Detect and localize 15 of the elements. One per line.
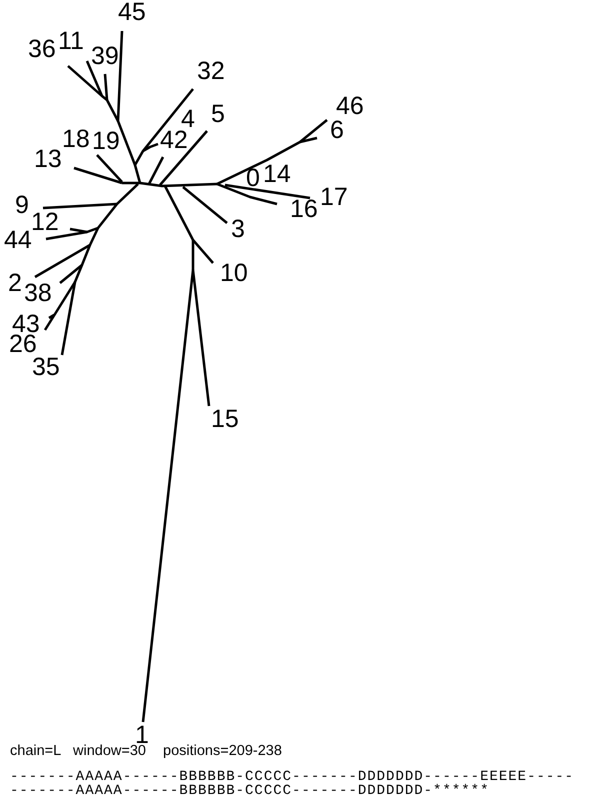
taxon-label: 9 [15,195,29,215]
taxon-label: 46 [336,96,364,116]
parameter-text: window=30 [73,744,146,759]
taxon-label: 17 [320,187,348,207]
parameter-text: chain=L [10,744,62,759]
taxon-label: 1 [135,725,149,745]
taxon-label: 44 [4,230,32,250]
taxon-label: 45 [118,2,146,22]
sequence-text: -------AAAAA------BBBBBB-CCCCC-------DDDDDDD------EEEEE----- [10,770,574,784]
sequence-text: -------AAAAA------BBBBBB-CCCCC-------DDDDDDD-****** [10,784,490,798]
parameter-text: positions=209-238 [163,744,282,759]
taxon-label: 26 [9,334,37,354]
taxon-label: 6 [330,120,344,140]
taxon-label: 2 [8,273,22,293]
taxon-label: 43 [12,314,40,334]
